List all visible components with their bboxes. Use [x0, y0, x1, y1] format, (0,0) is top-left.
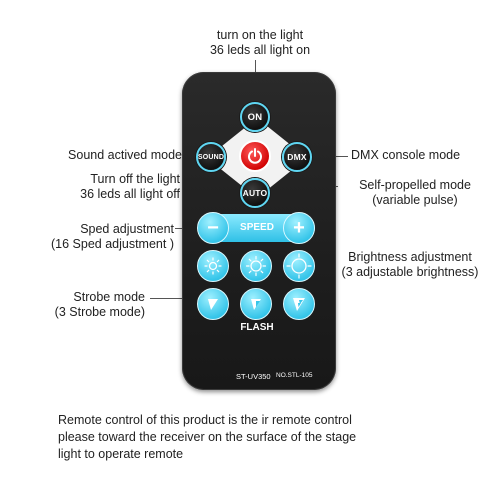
footer-line3: light to operate remote [58, 447, 184, 461]
annotation-speed-line2: (16 Sped adjustment ) [51, 237, 174, 251]
speed-minus-button[interactable]: − [197, 212, 229, 244]
sound-button[interactable]: SOUND [196, 142, 226, 172]
strobe-icon [293, 298, 305, 311]
footer-line1: Remote control of this product is the ir… [58, 413, 352, 427]
annotation-strobe-line1: Strobe mode [73, 290, 145, 304]
serial-label: NO.STL-105 [276, 372, 313, 379]
power-button[interactable] [239, 140, 271, 172]
annotation-self-propelled: Self-propelled mode (variable pulse) [340, 178, 490, 208]
sun-high-icon [286, 253, 312, 279]
strobe-1-button[interactable] [197, 288, 229, 320]
strobe-2-button[interactable] [240, 288, 272, 320]
annotation-turn-off: Turn off the light 36 leds all light off [10, 172, 180, 202]
annotation-speed: Sped adjustment (16 Sped adjustment ) [10, 222, 174, 252]
footer-line2: please toward the receiver on the surfac… [58, 430, 357, 444]
brightness-high-button[interactable] [283, 250, 315, 282]
auto-button[interactable]: AUTO [240, 178, 270, 208]
annotation-self-line1: Self-propelled mode [359, 178, 471, 192]
dmx-button[interactable]: DMX [282, 142, 312, 172]
brightness-low-button[interactable] [197, 250, 229, 282]
annotation-turn-off-line1: Turn off the light [90, 172, 180, 186]
strobe-icon [251, 299, 261, 310]
leader-strobe [150, 298, 203, 299]
annotation-speed-line1: Sped adjustment [80, 222, 174, 236]
sun-medium-icon [245, 255, 267, 277]
on-button[interactable]: ON [240, 102, 270, 132]
annotation-strobe: Strobe mode (3 Strobe mode) [10, 290, 145, 320]
annotation-brightness-line2: (3 adjustable brightness) [341, 265, 479, 279]
strobe-icon [208, 299, 218, 310]
sound-button-label: SOUND [197, 153, 225, 161]
annotation-turn-on: turn on the light 36 leds all light on [190, 28, 330, 58]
plus-icon: + [293, 217, 305, 239]
annotation-brightness-line1: Brightness adjustment [348, 250, 472, 264]
sun-low-icon [204, 257, 222, 275]
annotation-sound: Sound actived mode [68, 148, 182, 162]
annotation-turn-on-line2: 36 leds all light on [209, 43, 311, 57]
brightness-medium-button[interactable] [240, 250, 272, 282]
auto-button-label: AUTO [242, 188, 268, 198]
speed-label: SPEED [240, 222, 274, 233]
flash-label: FLASH [240, 322, 274, 333]
annotation-turn-off-line2: 36 leds all light off [80, 187, 180, 201]
power-icon [248, 148, 262, 164]
minus-icon: − [207, 217, 219, 239]
annotation-strobe-line2: (3 Strobe mode) [54, 305, 145, 319]
annotation-brightness: Brightness adjustment (3 adjustable brig… [330, 250, 490, 280]
model-label: ST-UV350 [236, 372, 271, 381]
on-button-label: ON [247, 111, 263, 123]
speed-plus-button[interactable]: + [283, 212, 315, 244]
footer-note: Remote control of this product is the ir… [58, 412, 458, 463]
annotation-dmx: DMX console mode [351, 148, 461, 162]
dmx-button-label: DMX [287, 152, 307, 162]
strobe-3-button[interactable] [283, 288, 315, 320]
annotation-self-line2: (variable pulse) [372, 193, 458, 207]
annotation-turn-on-line1: turn on the light [216, 28, 304, 42]
